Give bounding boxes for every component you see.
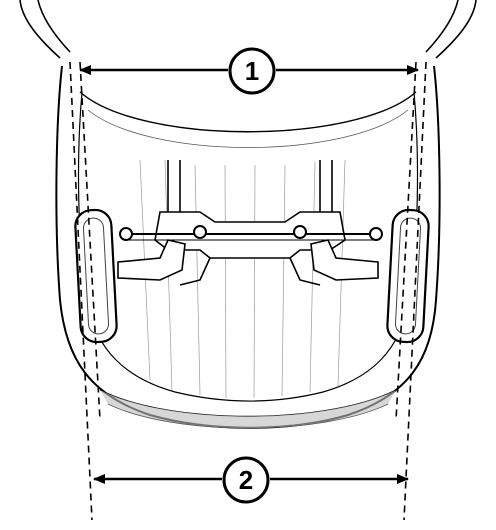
ball-joints	[119, 225, 383, 241]
underbody-hatching	[139, 159, 346, 399]
bumper-shading	[100, 390, 396, 428]
left-tire	[74, 208, 118, 344]
callout-1: 1	[228, 47, 276, 95]
control-arms	[117, 239, 379, 281]
right-tire	[386, 208, 430, 344]
callout-1-label: 1	[245, 56, 259, 86]
callout-2: 2	[222, 456, 270, 504]
frame-rails	[167, 160, 333, 212]
tires	[74, 208, 430, 344]
toe-reference-lines	[69, 61, 427, 521]
callout-2-label: 2	[239, 465, 253, 495]
